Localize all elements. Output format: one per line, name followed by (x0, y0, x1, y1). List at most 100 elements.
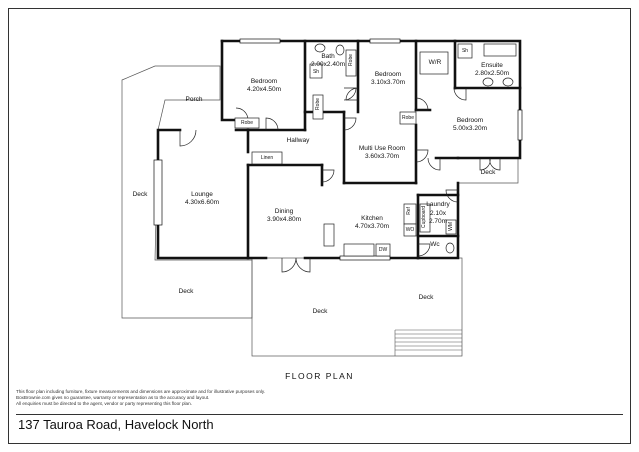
room-multi-use: Multi Use Room 3.60x3.70m (352, 145, 412, 160)
robe-3 (345, 49, 357, 77)
room-dims: 2.70m (428, 218, 448, 225)
wall-bedroom1-west (220, 39, 238, 122)
label-hallway: Hallway (286, 137, 310, 144)
room-bedroom-1: Bedroom 4.20x4.50m (238, 78, 290, 93)
label-robe-1: Robe (241, 120, 253, 126)
wall-lounge-top (156, 128, 182, 162)
room-dims: 2.80x2.50m (475, 69, 509, 77)
room-dims: 3.60x3.70m (365, 152, 399, 160)
wc-door (417, 243, 431, 257)
kitchen-sink (343, 243, 375, 257)
room-name: Bedroom (456, 117, 484, 124)
label-walk-in-robe: W/R (428, 59, 442, 66)
bedroom3-window (517, 109, 523, 141)
kitchen-wall-oven (403, 223, 417, 237)
label-deck-bottom: Deck (312, 308, 328, 315)
room-dims: 4.70x3.70m (355, 222, 389, 230)
label-deck-right: Deck (480, 169, 496, 176)
label-shower-bath: Sh (312, 69, 320, 75)
bedroom3-door-2 (427, 157, 441, 171)
wall-lounge-bottom (156, 223, 268, 260)
property-address: 137 Tauroa Road, Havelock North (18, 417, 214, 432)
room-dims: 5.00x3.20m (453, 124, 487, 132)
wc-toilet (445, 242, 455, 254)
hallway-door (321, 169, 335, 183)
laundry-cupboard (419, 203, 431, 233)
room-kitchen: Kitchen 4.70x3.70m (346, 215, 398, 230)
bedroom2-door (345, 87, 359, 101)
kitchen-dishwasher (375, 243, 391, 257)
ensuite-toilet (482, 77, 494, 87)
label-robe-3: Robe (348, 54, 354, 66)
label-deck-bottom-left: Deck (178, 288, 194, 295)
label-porch: Porch (185, 96, 203, 103)
label-wc: Wc (430, 241, 440, 248)
bedroom1-window (239, 38, 281, 44)
disclaimer: This floor plan including furniture, fix… (16, 389, 265, 406)
multiuse-door-2 (415, 149, 429, 163)
wall-laundry-east (416, 181, 460, 260)
room-dims: 3.10x3.70m (371, 78, 405, 86)
label-fridge: Ref (406, 207, 412, 215)
linen-cupboard (251, 151, 283, 165)
label-deck-left: Deck (132, 191, 148, 198)
room-name: Bath (321, 53, 335, 60)
label-shower-ensuite: Sh (461, 48, 469, 54)
disclaimer-line: BoxBrownie.com gives no guarantee, warra… (16, 394, 210, 400)
bottom-deck-outline (251, 257, 463, 357)
ensuite-basin (502, 77, 514, 87)
room-bath: Bath 2.00x2.40m (304, 53, 352, 68)
bath-shower (309, 63, 323, 79)
room-dims: 4.30x6.60m (185, 198, 219, 206)
fixtures (234, 43, 517, 257)
label-linen: Linen (260, 155, 274, 161)
label-dishwasher: DW (378, 247, 388, 253)
label-robe-4: Robe (402, 115, 414, 121)
address-divider (16, 414, 623, 415)
kitchen-window (339, 255, 391, 261)
label-wall-oven: WO (405, 227, 415, 233)
washing-machine (445, 219, 457, 235)
bath-basin (314, 43, 326, 53)
dining-double-door (281, 257, 311, 273)
multiuse-door (343, 117, 357, 131)
room-dining: Dining 3.90x4.80m (258, 208, 310, 223)
room-dims: 4.20x4.50m (247, 85, 281, 93)
wall-outer-top-right (220, 39, 522, 160)
room-laundry: Laundry 2.10x 2.70m (424, 201, 452, 227)
robe-1 (234, 117, 260, 129)
room-name: Kitchen (361, 215, 383, 222)
floor-plan-title: FLOOR PLAN (285, 371, 354, 381)
robe-4 (399, 111, 417, 125)
room-lounge: Lounge 4.30x6.60m (176, 191, 228, 206)
room-name: Dining (274, 208, 294, 215)
room-name: Bedroom (374, 71, 402, 78)
robe-2 (312, 94, 324, 120)
room-name: Lounge (191, 191, 213, 198)
ensuite-shower (457, 43, 473, 59)
room-name: Bedroom (250, 78, 278, 85)
label-robe-2: Robe (315, 98, 321, 110)
room-name: Laundry (426, 201, 450, 208)
lounge-entry-door (179, 129, 197, 147)
room-bedroom-2: Bedroom 3.10x3.70m (362, 71, 414, 86)
windows (153, 38, 523, 261)
label-laundry-cupboard: Cupboard (421, 206, 427, 228)
laundry-door (445, 189, 459, 203)
bedroom3-door (415, 97, 429, 111)
label-deck-bottom-right: Deck (418, 294, 434, 301)
lounge-window (153, 159, 163, 226)
room-dims: 2.00x2.40m (311, 60, 345, 68)
deck-double-door (479, 157, 501, 171)
deck-stairs (394, 329, 462, 356)
bedroom1-door (265, 117, 279, 131)
room-dims: 2.10x (430, 209, 446, 217)
room-ensuite: Ensuite 2.80x2.50m (466, 62, 518, 77)
bath-toilet (335, 44, 345, 56)
room-name: Ensuite (481, 62, 503, 69)
label-washing-machine: WM (448, 222, 454, 231)
room-bedroom-3: Bedroom 5.00x3.20m (444, 117, 496, 132)
walk-in-robe (419, 51, 449, 75)
